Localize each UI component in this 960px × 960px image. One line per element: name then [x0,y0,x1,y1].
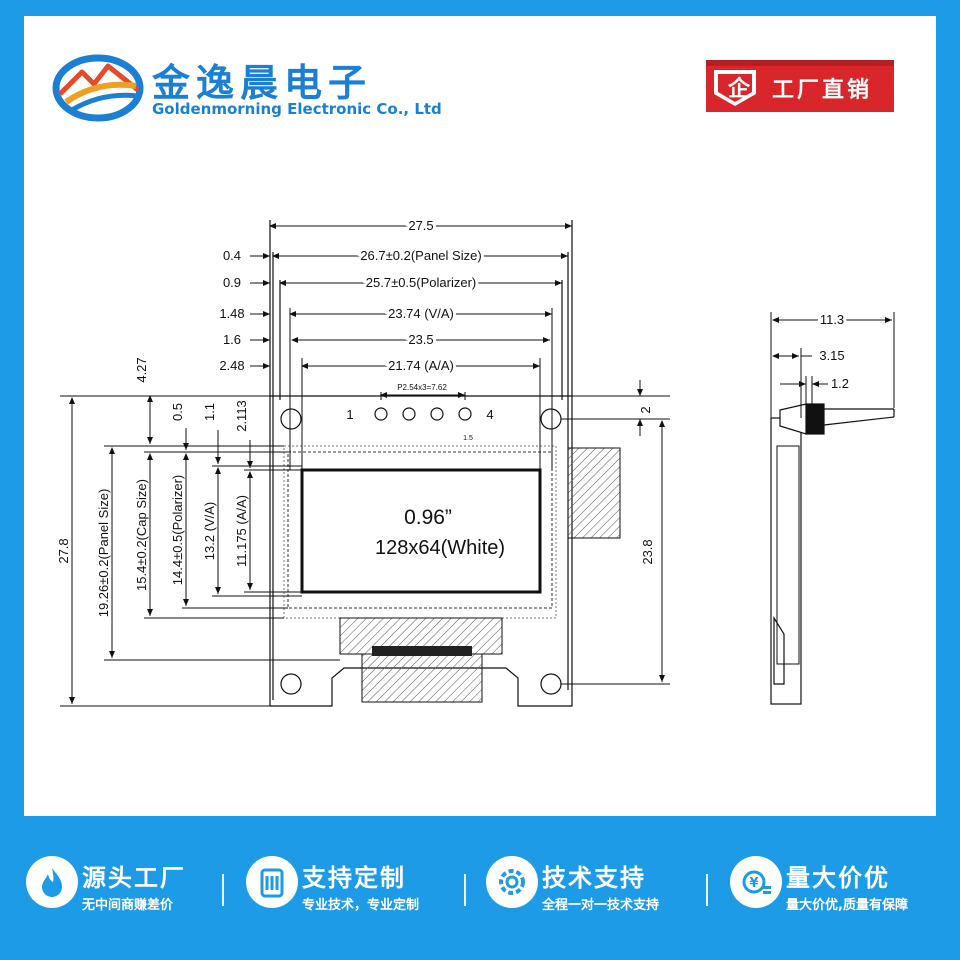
dim-polarizer-height: 14.4±0.5(Polarizer) [170,475,185,585]
top-dimension-labels: 27.5 26.7±0.2(Panel Size) 0.4 25.7±0.5(P… [219,215,484,376]
module-outline [269,220,573,707]
oled-dimension-drawing: 0.96” 128x64(White) 1 4 1.5 P2.54x3=7.62 [56,215,895,707]
feature-divider [464,874,466,906]
dim-overall-width: 27.5 [408,218,433,233]
display-size-label: 0.96” [404,506,452,529]
badge-background [706,60,894,112]
side-view [770,403,895,705]
bottom-fpc-contacts [372,646,472,656]
mount-hole-bottom-right [540,673,562,695]
pin-header [374,407,472,421]
bottom-fpc-tail [361,653,483,703]
dim-va-height: 13.2 (V/A) [202,502,217,561]
fpc-connector [567,447,621,539]
dim-polarizer-width: 25.7±0.5(Polarizer) [366,275,476,290]
mountain-swoosh-logo [52,54,144,122]
dim-panel-height: 19.26±0.2(Panel Size) [96,489,111,618]
gear-icon [486,856,538,908]
brand-name-cn: 金逸晨电子 [152,61,373,105]
feature-subtitle: 量大价优,质量有保障 [786,898,908,913]
dim-gap-a: 0.5 [170,403,185,421]
feature-title: 支持定制 [302,864,406,892]
feature-title: 技术支持 [542,864,646,892]
dim-gap-c: 2.113 [234,400,249,432]
pin-1-label: 1 [346,407,353,422]
feature-subtitle: 专业技术，专业定制 [302,898,420,913]
dim-va-width: 23.74 (V/A) [388,306,454,321]
mount-hole-bottom-left [280,673,302,695]
dim-gap-b: 1.1 [202,403,217,421]
dim-polarizer-offset: 0.9 [223,275,241,290]
badge-label: 工厂直销 [772,78,873,103]
feature-subtitle: 全程一对一技术支持 [542,898,660,913]
dim-aa-height: 11.175 (A/A) [234,495,249,567]
brand-name-en: Goldenmorning Electronic Co., Ltd [152,100,442,118]
feature-divider [222,874,224,906]
dim-side-body: 3.15 [819,348,844,363]
display-spec-label: 128x64(White) [375,537,505,559]
dim-top-gap: 4.27 [134,357,149,382]
flame-icon [26,856,78,908]
feature-subtitle: 无中间商赚差价 [82,898,174,913]
dim-hole-span: 23.8 [640,539,655,564]
dim-panel-offset: 0.4 [223,248,241,263]
dim-side-pcb: 1.2 [831,376,849,391]
dim-side-overall: 11.3 [820,312,844,327]
svg-text:¥: ¥ [749,876,758,891]
coins-icon: ¥ [730,856,782,908]
settings-sliders-icon [246,856,298,908]
dim-hole-offset: 2 [638,406,653,413]
pin-diameter-note: 1.5 [463,435,473,442]
mount-hole-top-left [280,408,302,430]
dim-aa-offset: 2.48 [219,358,244,373]
dim-panel-width: 26.7±0.2(Panel Size) [360,248,481,263]
enterprise-icon: 企 [728,77,751,102]
pin-pitch-label: P2.54x3=7.62 [397,383,447,392]
active-area [300,468,542,594]
feature-title: 源头工厂 [82,864,186,892]
dim-pitch-offset: 1.6 [223,332,241,347]
polarizer-outline [287,451,553,609]
factory-direct-badge: 企 工厂直销 [706,60,894,112]
feature-title: 量大价优 [786,864,890,892]
pin-4-label: 4 [486,407,493,422]
feature-divider [706,874,708,906]
brand-header: 金逸晨电子 Goldenmorning Electronic Co., Ltd [52,50,452,130]
feature-bar: 源头工厂 无中间商赚差价 支持定制 专业技术，专业定制 技术支持 全程一对一技术… [0,816,960,960]
dim-pitch-span: 23.5 [408,332,433,347]
dim-overall-height: 27.8 [56,538,71,563]
dim-va-offset: 1.48 [219,306,244,321]
dim-aa-width: 21.74 (A/A) [388,358,454,373]
mount-hole-top-right [540,408,562,430]
left-dimension-labels: 27.8 19.26±0.2(Panel Size) 15.4±0.2(Cap … [56,357,249,617]
dim-cap-height: 15.4±0.2(Cap Size) [134,479,149,591]
